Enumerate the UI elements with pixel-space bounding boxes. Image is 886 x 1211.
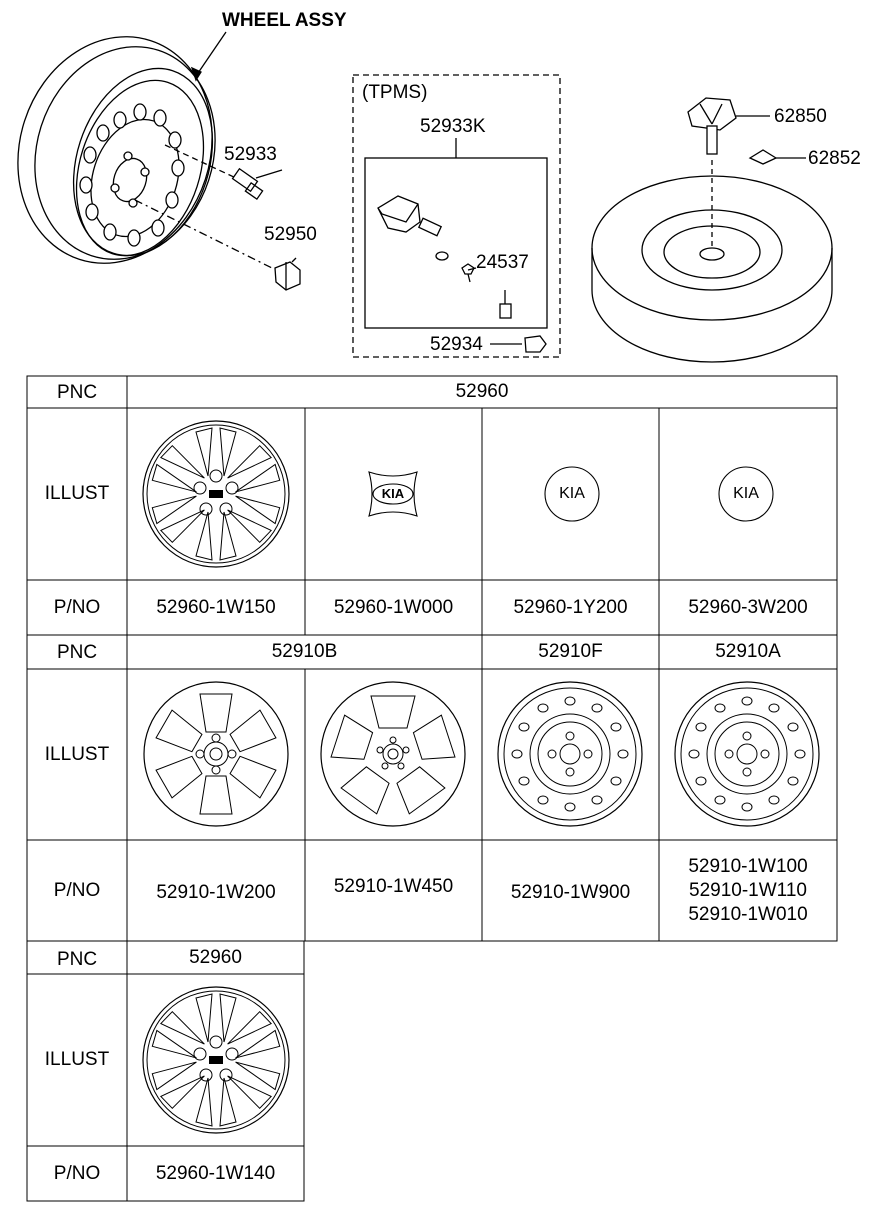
part-number: 52960-1W000 xyxy=(333,596,454,618)
wheel-cover-icon xyxy=(142,986,290,1134)
row-label-pnc: PNC xyxy=(56,948,98,970)
spare-holder-icon xyxy=(687,97,770,155)
callout-tpms-kit: 52933K xyxy=(420,116,486,137)
wheel-cover-icon xyxy=(142,420,290,568)
part-number: 52960-1W150 xyxy=(156,596,276,618)
pnc-value: 52910B xyxy=(271,641,338,662)
part-number: 52910-1W010 xyxy=(688,903,808,925)
wheel-nut-icon xyxy=(134,199,301,291)
tpms-kit-frame xyxy=(364,157,548,329)
row-label-pno: P/NO xyxy=(53,1162,101,1184)
valve-stem-icon xyxy=(164,144,283,201)
kia-cross-cap-icon xyxy=(368,471,418,517)
pnc-value: 52910F xyxy=(538,641,603,662)
callout-tpms-nut: 52934 xyxy=(430,334,483,355)
part-number: 52960-3W200 xyxy=(688,596,808,618)
steel-wheel-icon xyxy=(497,681,643,827)
kia-round-cap-icon xyxy=(544,466,774,522)
kia-logo-text: KIA xyxy=(559,485,585,502)
row-label-pno: P/NO xyxy=(53,596,101,618)
alloy-wheel-icon xyxy=(143,681,289,827)
pnc-value: 52960 xyxy=(189,946,242,968)
spare-label-icon xyxy=(748,149,806,165)
row-label-pnc: PNC xyxy=(56,382,98,403)
callout-tpms-cap: 24537 xyxy=(476,252,529,273)
steel-wheel-assy-icon xyxy=(17,36,216,264)
pnc-value: 52960 xyxy=(455,381,509,402)
callout-spare-label: 62852 xyxy=(808,148,861,169)
pnc-value: 52910A xyxy=(715,641,781,662)
part-number: 52910-1W900 xyxy=(510,881,631,903)
part-number: 52910-1W450 xyxy=(333,875,454,897)
kia-logo-text: KIA xyxy=(381,486,405,501)
part-number: 52910-1W110 xyxy=(689,879,807,901)
part-number: 52960-1W140 xyxy=(155,1162,276,1184)
part-number: 52910-1W200 xyxy=(156,881,276,903)
row-label-pnc: PNC xyxy=(56,642,98,663)
row-label-illust: ILLUST xyxy=(44,483,110,504)
kia-logo-text: KIA xyxy=(733,485,759,502)
tpms-group-frame xyxy=(352,74,561,358)
part-number: 52960-1Y200 xyxy=(513,596,628,618)
tpms-nut-icon xyxy=(490,335,547,353)
row-label-illust: ILLUST xyxy=(44,1049,110,1070)
spare-tire-icon xyxy=(591,160,833,363)
wheel-assy-title: WHEEL ASSY xyxy=(222,10,347,31)
tpms-sensor-icon xyxy=(377,195,512,319)
callout-valve: 52933 xyxy=(224,144,277,165)
part-number-list: 52910-1W100 52910-1W110 52910-1W010 xyxy=(659,840,837,941)
alloy-wheel-5-spoke-icon xyxy=(320,681,466,827)
callout-spare-holder: 62850 xyxy=(774,106,827,127)
callout-nut: 52950 xyxy=(264,224,317,245)
table-grid xyxy=(26,375,838,1202)
tpms-label: (TPMS) xyxy=(362,82,428,103)
row-label-pno: P/NO xyxy=(53,879,101,901)
part-number: 52910-1W100 xyxy=(688,855,808,877)
row-label-illust: ILLUST xyxy=(44,743,110,765)
steel-wheel-icon xyxy=(674,681,820,827)
